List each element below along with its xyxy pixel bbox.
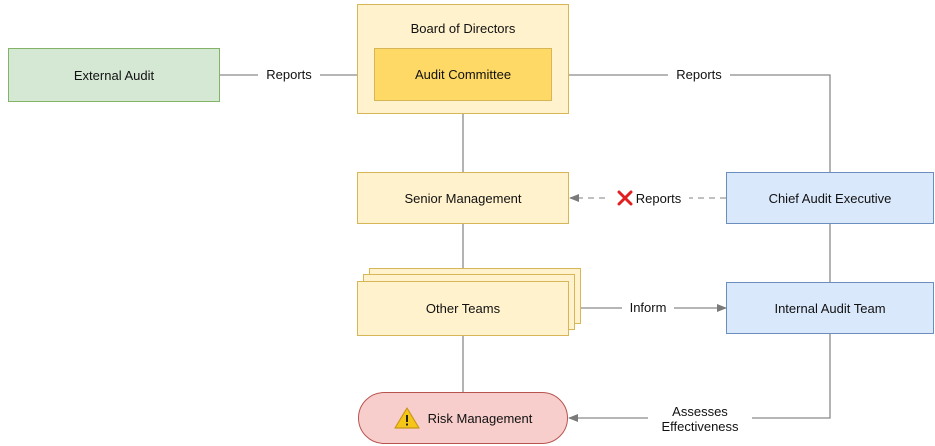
board-title: Board of Directors (410, 21, 516, 36)
edge-label-assesses: Assesses Effectiveness (648, 404, 752, 434)
edge-cae-to-committee (553, 71, 831, 172)
internal-audit-team: Internal Audit Team (726, 282, 934, 334)
audit-committee-label: Audit Committee (414, 67, 512, 82)
risk-management: Risk Management (358, 392, 568, 444)
edge-label-assesses-line1: Assesses (672, 404, 728, 419)
cross-icon (617, 190, 633, 206)
other-teams-label: Other Teams (425, 301, 501, 316)
edge-label-assesses-line2: Effectiveness (661, 419, 739, 434)
warning-icon (394, 407, 420, 429)
edge-label-external-reports: Reports (258, 67, 320, 82)
chief-audit-executive-label: Chief Audit Executive (768, 190, 892, 206)
senior-management: Senior Management (357, 172, 569, 224)
risk-management-label: Risk Management (427, 410, 533, 426)
chief-audit-executive: Chief Audit Executive (726, 172, 934, 224)
external-audit: External Audit (8, 48, 220, 102)
senior-management-label: Senior Management (404, 190, 522, 206)
external-audit-label: External Audit (73, 67, 155, 83)
edge-label-senior-reports-group: Reports (609, 189, 689, 207)
edge-label-senior-reports: Reports (635, 190, 682, 206)
internal-audit-team-label: Internal Audit Team (774, 300, 886, 316)
other-teams: Other Teams (357, 281, 569, 336)
edge-label-cae-reports: Reports (668, 67, 730, 82)
edge-label-inform: Inform (622, 300, 674, 315)
audit-committee: Audit Committee (374, 48, 552, 101)
